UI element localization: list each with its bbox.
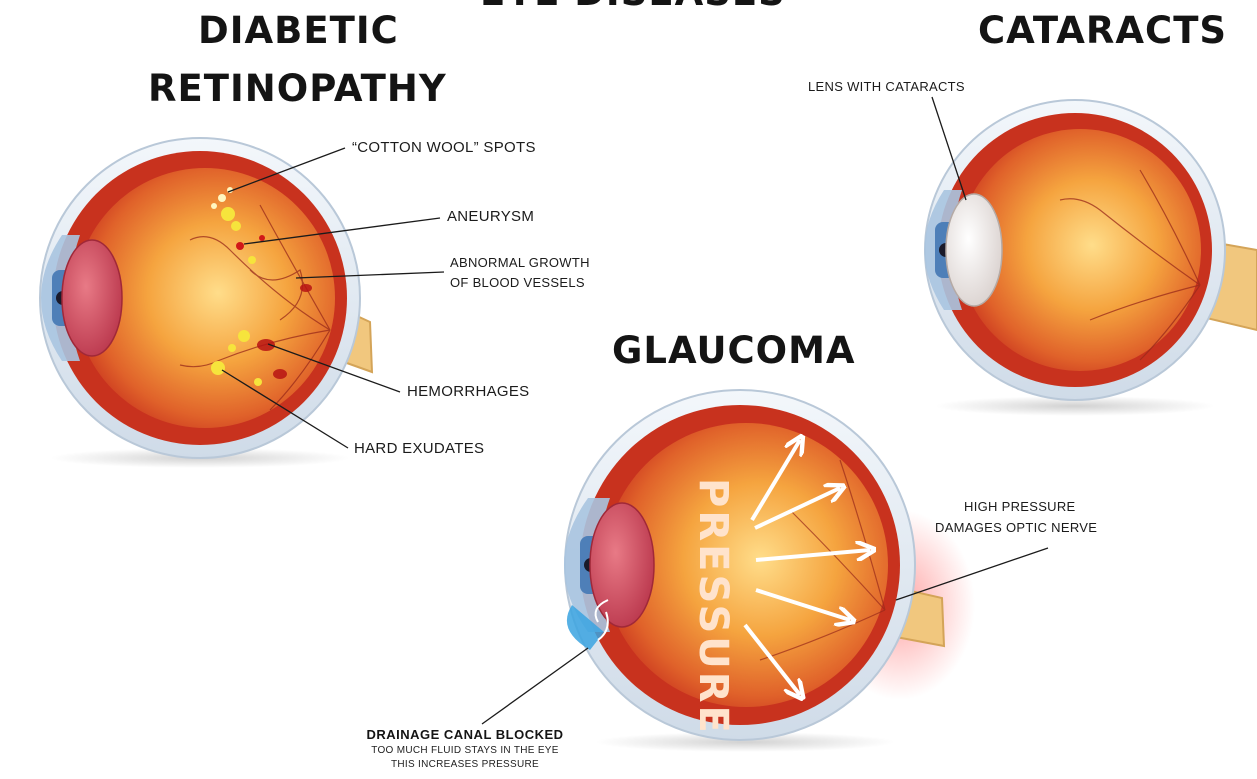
label-hard-exudates: HARD EXUDATES [354, 440, 484, 457]
label-high-pressure-line2: DAMAGES OPTIC NERVE [935, 518, 1097, 538]
drainage-line2: THIS INCREASES PRESSURE [354, 759, 576, 770]
label-abnormal-growth-line1: ABNORMAL GROWTH [450, 253, 590, 273]
cataracts-eye [925, 97, 1257, 416]
label-hemorrhages: HEMORRHAGES [407, 383, 529, 400]
cataracts-heading: CATARACTS [978, 8, 1227, 54]
page-title: EYE DISEASES [480, 0, 786, 16]
diabetic-heading-line2: RETINOPATHY [148, 66, 447, 112]
cataract-lens [946, 194, 1002, 306]
label-cotton-wool-spots: “COTTON WOOL” SPOTS [352, 139, 536, 156]
label-abnormal-growth-line2: OF BLOOD VESSELS [450, 273, 585, 293]
glaucoma-heading: GLAUCOMA [612, 328, 856, 374]
label-high-pressure-line1: HIGH PRESSURE [964, 497, 1076, 517]
diabetic-retinopathy-eye [40, 138, 444, 468]
drainage-note: DRAINAGE CANAL BLOCKED TOO MUCH FLUID ST… [354, 727, 576, 770]
pressure-word: PRESSURE [690, 478, 736, 736]
lens [590, 503, 654, 627]
label-lens-with-cataracts: LENS WITH CATARACTS [808, 77, 965, 97]
label-aneurysm: ANEURYSM [447, 208, 534, 225]
drainage-line1: TOO MUCH FLUID STAYS IN THE EYE [354, 745, 576, 756]
lens [62, 240, 122, 356]
glaucoma-eye: PRESSURE [482, 390, 1048, 752]
drainage-title: DRAINAGE CANAL BLOCKED [354, 727, 576, 742]
diabetic-heading-line1: DIABETIC [198, 8, 399, 54]
